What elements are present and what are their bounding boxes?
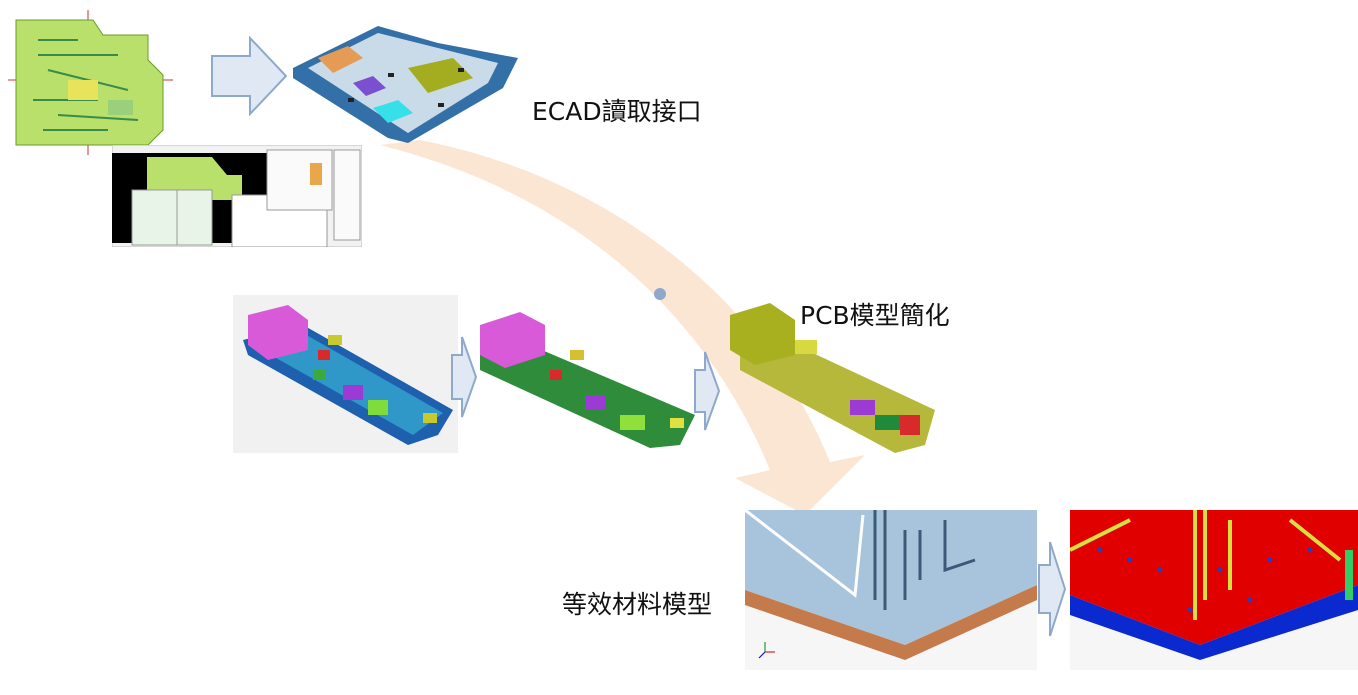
pcb-2d-layout-image [8, 10, 173, 155]
equivalent-material-mesh-image [745, 510, 1037, 670]
simulation-result-image [1070, 510, 1358, 670]
pcb-reduced-model-image [730, 303, 935, 453]
label-pcb-simplification: PCB模型簡化 [800, 301, 950, 330]
process-arrow-2 [451, 336, 478, 418]
pcb-3d-ecad-image [293, 26, 518, 143]
axis-triad-icon [758, 642, 775, 659]
process-arrow-1 [211, 36, 288, 116]
label-ecad-interface: ECAD讀取接口 [532, 97, 702, 126]
ecad-software-screenshot [112, 145, 362, 247]
pcb-simplified-model-image [480, 312, 695, 448]
label-equivalent-material: 等效材料模型 [562, 590, 713, 619]
color-legend [1345, 550, 1353, 600]
connector-dot [654, 288, 666, 300]
process-arrow-4 [1038, 541, 1067, 637]
pcb-full-model-image [233, 295, 458, 453]
process-arrow-3 [694, 351, 721, 431]
